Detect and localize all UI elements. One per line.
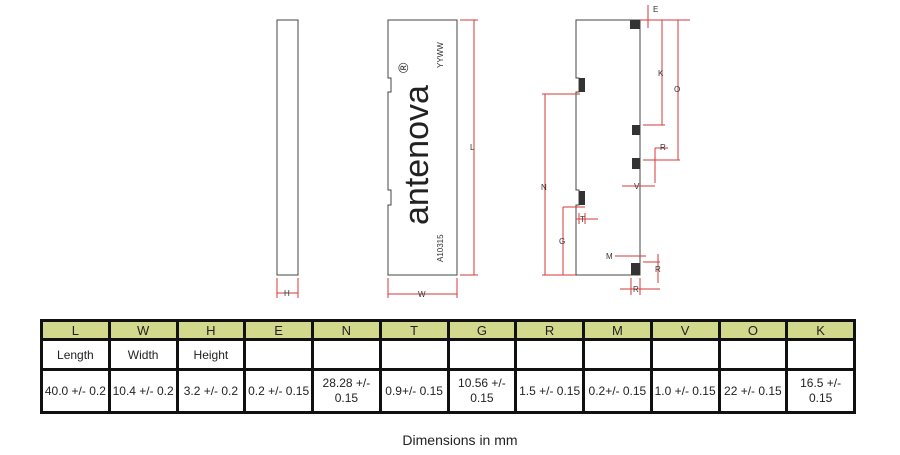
registered-mark: ® [395,62,411,73]
table-cell-desc [582,338,653,371]
label-r-upper: R [660,143,666,152]
table-cell-value: 16.5 +/- 0.15 [785,368,856,414]
label-m: M [606,252,613,261]
table-cell-key: V [649,319,721,341]
table-cell-value: 0.2+/- 0.15 [582,368,653,414]
label-l: L [470,143,475,152]
label-t: T [580,215,585,224]
front-view: antenova ® YYWW A10315 L W [387,19,478,299]
table-cell-key: L [40,319,111,341]
table-cell-key: M [582,319,653,341]
table-cell-value: 1.5 +/- 0.15 [514,368,585,414]
table-cell-key: T [378,319,450,341]
label-w: W [418,290,426,299]
table-cell-desc: Height [175,338,247,371]
table-cell-key: R [514,319,585,341]
table-cell-value: 28.28 +/- 0.15 [311,368,382,414]
table-cell-desc [785,338,856,371]
label-e: E [653,5,658,14]
part-number: A10315 [436,234,445,262]
table-cell-key: W [107,319,179,341]
table-cell-key: K [785,319,856,341]
table-cell-value: 10.4 +/- 0.2 [107,368,179,414]
table-cell-value: 22 +/- 0.15 [717,368,789,414]
table-cell-desc [514,338,585,371]
table-cell-desc [446,338,518,371]
table-cell-desc [649,338,721,371]
table-cell-key: N [311,319,382,341]
table-cell-desc [717,338,789,371]
label-r-bottom: R [633,285,639,294]
label-g: G [559,237,565,246]
pad-view: E K O R V N T G M R [541,5,690,295]
table-cell-key: H [175,319,247,341]
label-k: K [658,69,664,78]
table-cell-desc: Width [107,338,179,371]
table-cell-value: 1.0 +/- 0.15 [649,368,721,414]
date-code: YYWW [436,42,445,68]
table-cell-key: G [446,319,518,341]
table-cell-value: 0.2 +/- 0.15 [243,368,314,414]
table-cell-key: E [243,319,314,341]
label-o: O [674,85,680,94]
table-cell-value: 0.9+/- 0.15 [378,368,450,414]
label-r-right: R [655,265,661,274]
table-cell-desc: Length [40,338,111,371]
label-n: N [541,183,547,192]
table-cell-desc [378,338,450,371]
table-cell-desc [243,338,314,371]
table-cell-value: 10.56 +/- 0.15 [446,368,518,414]
antenna-dimension-drawing: H antenova ® YYWW A10315 L W E K [276,5,690,299]
table-cell-desc [311,338,382,371]
table-cell-value: 3.2 +/- 0.2 [175,368,247,414]
caption: Dimensions in mm [402,432,518,448]
table-cell-key: O [717,319,789,341]
label-v: V [634,182,640,191]
logo-text: antenova [398,85,436,225]
table-cell-value: 40.0 +/- 0.2 [40,368,111,414]
side-view: H [276,19,299,298]
label-h: H [284,289,290,298]
